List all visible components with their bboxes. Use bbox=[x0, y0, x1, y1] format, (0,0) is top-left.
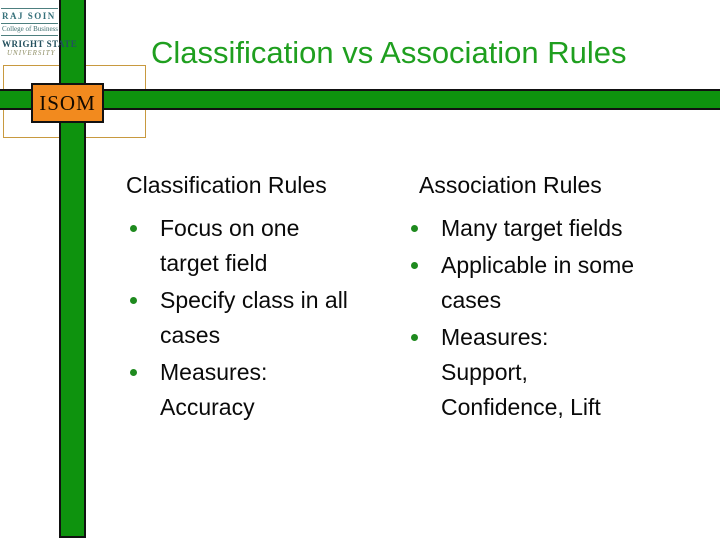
list-item: Focus on one target field bbox=[126, 211, 411, 281]
list-item: Specify class in all cases bbox=[126, 283, 411, 353]
list-item: Measures: Support, Confidence, Lift bbox=[407, 320, 707, 425]
bullet-line: Support, bbox=[441, 359, 528, 385]
logo-text-rajsoin: RAJ SOIN bbox=[2, 11, 56, 21]
bullet-line: Applicable in some bbox=[441, 252, 635, 278]
logo-text-college: College of Business bbox=[2, 25, 58, 33]
isom-badge-label: ISOM bbox=[39, 90, 96, 115]
bullet-icon bbox=[130, 225, 137, 232]
bullet-icon bbox=[130, 297, 137, 304]
horizontal-green-bar bbox=[0, 89, 720, 110]
bullet-icon bbox=[411, 262, 418, 269]
list-item: Many target fields bbox=[407, 211, 707, 246]
list-item: Measures: Accuracy bbox=[126, 355, 411, 425]
vertical-green-bar bbox=[59, 0, 86, 538]
slide-title: Classification vs Association Rules bbox=[151, 35, 627, 70]
logo-text-wrightstate: WRIGHT STATE bbox=[2, 39, 78, 49]
bullet-icon bbox=[411, 225, 418, 232]
classification-column: Classification Rules Focus on one target… bbox=[126, 168, 411, 427]
column-header: Classification Rules bbox=[126, 172, 327, 198]
logo-text-university: UNIVERSITY bbox=[7, 49, 56, 57]
logo-divider bbox=[1, 8, 58, 9]
bullet-icon bbox=[130, 369, 137, 376]
association-column: Association Rules Many target fields App… bbox=[407, 168, 707, 427]
bullet-line: Specify class in all bbox=[160, 287, 348, 313]
bullet-icon bbox=[411, 334, 418, 341]
bullet-line: cases bbox=[441, 287, 502, 313]
bullet-line: Accuracy bbox=[160, 394, 255, 420]
list-item: Applicable in some cases bbox=[407, 248, 707, 318]
bullet-line: cases bbox=[160, 322, 221, 348]
university-logo: RAJ SOIN College of Business WRIGHT STAT… bbox=[1, 7, 78, 57]
bullet-line: Measures: bbox=[441, 324, 549, 350]
isom-badge: ISOM bbox=[31, 83, 104, 123]
bullet-line: Focus on one bbox=[160, 215, 300, 241]
logo-divider bbox=[1, 23, 58, 24]
logo-divider bbox=[1, 35, 58, 36]
bullet-line: Measures: bbox=[160, 359, 268, 385]
bullet-line: Confidence, Lift bbox=[441, 394, 601, 420]
bullet-line: Many target fields bbox=[441, 215, 623, 241]
bullet-line: target field bbox=[160, 250, 268, 276]
column-header: Association Rules bbox=[419, 172, 602, 198]
